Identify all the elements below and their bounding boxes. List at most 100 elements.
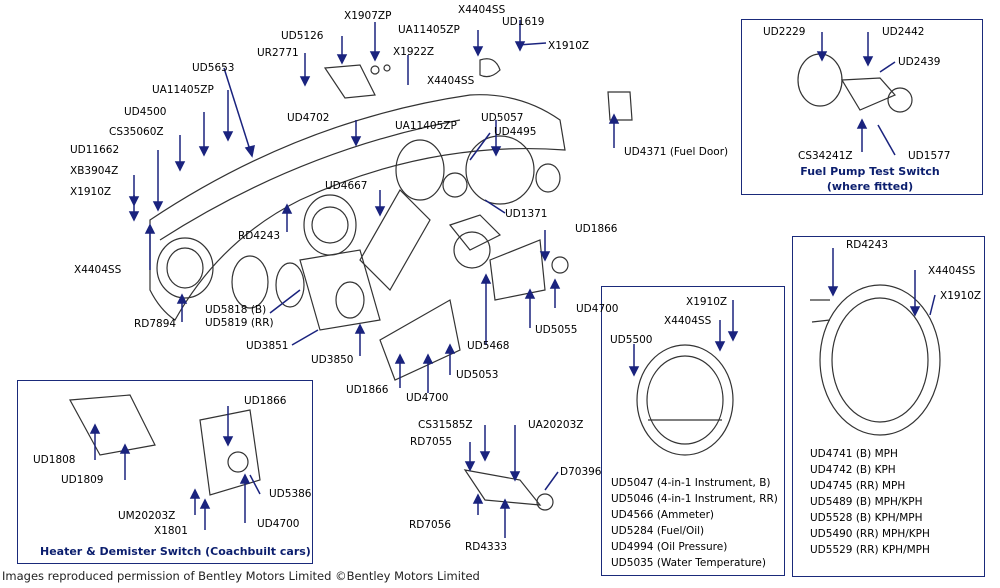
label-cs31585z: CS31585Z: [418, 419, 473, 431]
switch-plate-upper: [359, 189, 431, 291]
label-x4404ss-left: X4404SS: [74, 264, 122, 276]
label-ud1866-right: UD1866: [575, 223, 618, 235]
label-rd4243-right: RD4243: [846, 239, 889, 251]
label-ud3850: UD3850: [311, 354, 354, 366]
label-ud1808: UD1808: [33, 454, 76, 466]
label-um20203z: UM20203Z: [118, 510, 176, 522]
panel-switch-plate: [489, 239, 546, 301]
label-ua11405zp-left: UA11405ZP: [152, 84, 214, 96]
lever-assembly: [463, 469, 542, 506]
label-x1907zp: X1907ZP: [344, 10, 392, 22]
speedo-list-item: UD4745 (RR) MPH: [810, 480, 906, 492]
heater-caption: Heater & Demister Switch (Coachbuilt car…: [40, 545, 311, 558]
label-cs35060z: CS35060Z: [109, 126, 164, 138]
gauge-list-item: UD5047 (4-in-1 Instrument, B): [611, 477, 771, 489]
fuel-door-switch: [607, 91, 633, 121]
label-ud5126: UD5126: [281, 30, 324, 42]
label-ud2442: UD2442: [882, 26, 925, 38]
label-ud1866-mid: UD1866: [346, 384, 389, 396]
dashboard-panel: [149, 94, 566, 321]
cigar-lighter: [535, 163, 561, 193]
gauge-part-list: UD5047 (4-in-1 Instrument, B)UD5046 (4-i…: [611, 475, 778, 571]
left-gauge: [156, 237, 214, 299]
label-ud5653: UD5653: [192, 62, 235, 74]
label-ud5053: UD5053: [456, 369, 499, 381]
label-ud3851: UD3851: [246, 340, 289, 352]
label-rd4333: RD4333: [465, 541, 508, 553]
label-ua20203z: UA20203Z: [528, 419, 584, 431]
label-ur2771: UR2771: [257, 47, 299, 59]
copyright-footer: Images reproduced permission of Bentley …: [2, 569, 480, 583]
fuel-pump-caption: Fuel Pump Test Switch (where fitted): [790, 164, 950, 194]
speedo-list-item: UD5490 (RR) MPH/KPH: [810, 528, 930, 540]
label-rd7894: RD7894: [134, 318, 177, 330]
label-ua11405zp-mid: UA11405ZP: [395, 120, 457, 132]
label-ud5468: UD5468: [467, 340, 510, 352]
speedometer-part-list: UD4741 (B) MPH UD4742 (B) KPH UD4745 (RR) …: [810, 446, 930, 558]
dashboard-edge: [159, 119, 461, 241]
label-ud1619: UD1619: [502, 16, 545, 28]
label-ud5055: UD5055: [535, 324, 578, 336]
label-x1910z-mid: X1910Z: [686, 296, 728, 308]
label-ud4495: UD4495: [494, 126, 537, 138]
label-rd7055: RD7055: [410, 436, 453, 448]
label-ud2439: UD2439: [898, 56, 941, 68]
speedo-list-item: UD5528 (B) KPH/MPH: [810, 512, 923, 524]
label-x4404ss-right: X4404SS: [928, 265, 976, 277]
label-ud1577: UD1577: [908, 150, 951, 162]
bracket-top: [323, 64, 376, 99]
label-rd7056: RD7056: [409, 519, 452, 531]
speedo-list-item: UD5529 (RR) KPH/MPH: [810, 544, 930, 556]
label-ud5819: UD5819 (RR): [205, 317, 274, 329]
label-ud4700-box: UD4700: [257, 518, 300, 530]
label-ud5386: UD5386: [269, 488, 312, 500]
speedometer-box: [792, 236, 985, 577]
label-x1910z-left: X1910Z: [70, 186, 112, 198]
clip-top: [479, 58, 501, 78]
label-x1801: X1801: [154, 525, 188, 537]
gauge-list-item: UD4566 (Ammeter): [611, 509, 715, 521]
label-ud11662: UD11662: [70, 144, 120, 156]
label-cs34241z: CS34241Z: [798, 150, 853, 162]
label-ud4700-mid: UD4700: [406, 392, 449, 404]
centre-dial: [395, 139, 445, 201]
label-rd4243-left: RD4243: [238, 230, 281, 242]
label-ud1371: UD1371: [505, 208, 548, 220]
heater-switch-plate: [199, 409, 261, 496]
label-ud4667: UD4667: [325, 180, 368, 192]
label-xb3904z: XB3904Z: [70, 165, 119, 177]
label-x4404ss-mid: X4404SS: [664, 315, 712, 327]
right-dial: [465, 135, 535, 205]
four-in-one-gauge: [636, 344, 734, 456]
speedo-list-item: UD4742 (B) KPH: [810, 464, 896, 476]
label-ud5818: UD5818 (B): [205, 304, 267, 316]
label-ud4700-right: UD4700: [576, 303, 619, 315]
speedo-list-item: UD4741 (B) MPH: [810, 448, 898, 460]
label-ud1809: UD1809: [61, 474, 104, 486]
fuel-pump-switch-body: [797, 53, 843, 107]
heater-switch-body: [69, 394, 156, 456]
heater-motor: [299, 249, 381, 331]
label-ud5057: UD5057: [481, 112, 524, 124]
fuel-pump-caption-line2: (where fitted): [826, 180, 914, 193]
gauge-list-item: UD5284 (Fuel/Oil): [611, 525, 705, 537]
heater-switch-box: [17, 380, 313, 564]
label-ud5500: UD5500: [610, 334, 653, 346]
fuel-pump-switch-box: [741, 19, 983, 195]
label-d70396: D70396: [560, 466, 602, 478]
label-x1922z: X1922Z: [393, 46, 435, 58]
gauge-box: [601, 286, 785, 576]
gauge-list-item: UD4994 (Oil Pressure): [611, 541, 728, 553]
label-x4404ss-top: X4404SS: [458, 4, 506, 16]
gauge-body: [275, 262, 305, 308]
speedo-list-item: UD5489 (B) MPH/KPH: [810, 496, 923, 508]
label-ud1866-box: UD1866: [244, 395, 287, 407]
label-ua11405zp-top: UA11405ZP: [398, 24, 460, 36]
switch-plate-lower: [379, 299, 461, 381]
leader-lines: [89, 20, 936, 538]
speedometer-body: [819, 284, 941, 436]
label-x1910z-top: X1910Z: [548, 40, 590, 52]
fuel-pump-caption-line1: Fuel Pump Test Switch: [800, 165, 940, 178]
